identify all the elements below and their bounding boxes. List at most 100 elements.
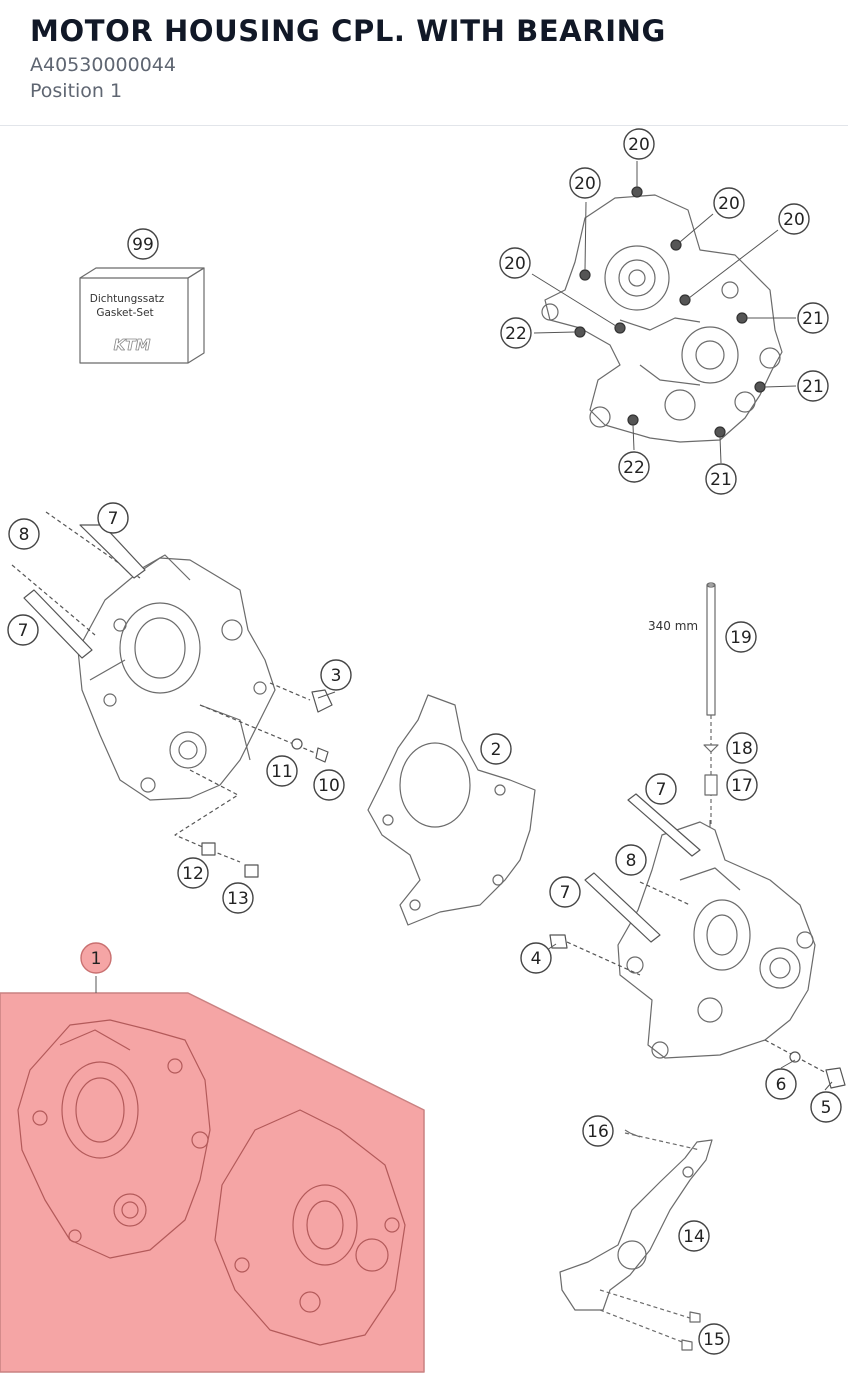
housing-right-half[interactable] xyxy=(617,821,816,1059)
callout-21[interactable]: 21 xyxy=(797,302,829,334)
callout-21[interactable]: 21 xyxy=(797,370,829,402)
callout-number: 7 xyxy=(560,883,571,903)
callout-number: 99 xyxy=(132,235,154,255)
ktm-logo: KTM xyxy=(114,336,151,354)
center-gasket[interactable] xyxy=(367,694,536,926)
callout-circle[interactable] xyxy=(313,769,345,801)
callout-7[interactable]: 7 xyxy=(645,773,677,805)
dimension-label: 340 mm xyxy=(648,619,698,633)
gasket-set-box[interactable]: Dichtungssatz Gasket-Set KTM xyxy=(79,267,205,364)
callout-circle[interactable] xyxy=(698,1323,730,1355)
callout-3[interactable]: 3 xyxy=(320,659,352,691)
callout-circle[interactable] xyxy=(797,370,829,402)
highlighted-assembly[interactable] xyxy=(0,992,425,1373)
callout-number: 19 xyxy=(730,628,752,648)
callout-number: 20 xyxy=(504,254,526,274)
callout-10[interactable]: 10 xyxy=(313,769,345,801)
callout-number: 4 xyxy=(531,949,542,969)
callout-22[interactable]: 22 xyxy=(500,317,532,349)
callout-circle[interactable] xyxy=(726,769,758,801)
callout-number: 20 xyxy=(783,210,805,230)
callout-number: 21 xyxy=(802,377,824,397)
callout-5[interactable]: 5 xyxy=(810,1091,842,1123)
callout-number: 16 xyxy=(587,1122,609,1142)
callout-number: 20 xyxy=(718,194,740,214)
callout-17[interactable]: 17 xyxy=(726,769,758,801)
callout-20[interactable]: 20 xyxy=(623,128,655,160)
callout-circle[interactable] xyxy=(810,1091,842,1123)
callout-11[interactable]: 11 xyxy=(266,755,298,787)
callout-layer: 2020202020212121222299787311101213219181… xyxy=(7,128,842,1355)
callout-22[interactable]: 22 xyxy=(618,451,650,483)
callout-2[interactable]: 2 xyxy=(480,733,512,765)
callout-14[interactable]: 14 xyxy=(678,1220,710,1252)
callout-circle[interactable] xyxy=(320,659,352,691)
callout-16[interactable]: 16 xyxy=(582,1115,614,1147)
callout-circle[interactable] xyxy=(678,1220,710,1252)
gasket-box-line2: Gasket-Set xyxy=(96,307,153,319)
callout-circle[interactable] xyxy=(97,502,129,534)
chain-guide-bracket[interactable] xyxy=(559,1129,713,1351)
callout-4[interactable]: 4 xyxy=(520,942,552,974)
callout-19[interactable]: 19 xyxy=(725,621,757,653)
callout-6[interactable]: 6 xyxy=(765,1068,797,1100)
callout-circle[interactable] xyxy=(725,621,757,653)
callout-99[interactable]: 99 xyxy=(127,228,159,260)
callout-circle[interactable] xyxy=(618,451,650,483)
callout-circle[interactable] xyxy=(127,228,159,260)
housing-left-half[interactable] xyxy=(77,554,276,801)
callout-15[interactable]: 15 xyxy=(698,1323,730,1355)
callout-circle[interactable] xyxy=(549,876,581,908)
callout-8[interactable]: 8 xyxy=(8,518,40,550)
callout-number: 3 xyxy=(331,666,342,686)
callout-circle[interactable] xyxy=(778,203,810,235)
callout-number: 12 xyxy=(182,864,204,884)
callout-circle[interactable] xyxy=(765,1068,797,1100)
left-housing-fasteners xyxy=(11,511,333,878)
callout-7[interactable]: 7 xyxy=(97,502,129,534)
callout-circle[interactable] xyxy=(623,128,655,160)
callout-circle[interactable] xyxy=(7,614,39,646)
callout-20[interactable]: 20 xyxy=(713,187,745,219)
callout-circle[interactable] xyxy=(499,247,531,279)
callout-circle[interactable] xyxy=(480,733,512,765)
callout-20[interactable]: 20 xyxy=(569,167,601,199)
callout-number: 20 xyxy=(574,174,596,194)
callout-circle[interactable] xyxy=(8,518,40,550)
callout-13[interactable]: 13 xyxy=(222,882,254,914)
callout-18[interactable]: 18 xyxy=(726,732,758,764)
callout-circle[interactable] xyxy=(615,844,647,876)
callout-circle[interactable] xyxy=(645,773,677,805)
callout-circle[interactable] xyxy=(713,187,745,219)
callout-number: 2 xyxy=(491,740,502,760)
callout-number: 8 xyxy=(19,525,30,545)
callout-circle[interactable] xyxy=(582,1115,614,1147)
callout-circle[interactable] xyxy=(520,942,552,974)
position-label: Position 1 xyxy=(30,80,123,102)
callout-1[interactable]: 1 xyxy=(80,942,112,974)
callout-number: 21 xyxy=(710,470,732,490)
callout-circle[interactable] xyxy=(266,755,298,787)
callout-20[interactable]: 20 xyxy=(499,247,531,279)
callout-circle[interactable] xyxy=(797,302,829,334)
callout-circle[interactable] xyxy=(500,317,532,349)
callout-number: 8 xyxy=(626,851,637,871)
highlight-area[interactable] xyxy=(0,992,425,1373)
callout-21[interactable]: 21 xyxy=(705,463,737,495)
callout-12[interactable]: 12 xyxy=(177,857,209,889)
callout-8[interactable]: 8 xyxy=(615,844,647,876)
callout-7[interactable]: 7 xyxy=(7,614,39,646)
dowel-rod[interactable]: 340 mm xyxy=(648,582,719,825)
assembled-housing-top[interactable] xyxy=(531,161,797,464)
callout-number: 7 xyxy=(108,509,119,529)
callout-circle[interactable] xyxy=(177,857,209,889)
callout-circle[interactable] xyxy=(222,882,254,914)
callout-number: 1 xyxy=(91,949,102,969)
callout-circle[interactable] xyxy=(569,167,601,199)
callout-circle[interactable] xyxy=(80,942,112,974)
callout-number: 5 xyxy=(821,1098,832,1118)
callout-7[interactable]: 7 xyxy=(549,876,581,908)
callout-circle[interactable] xyxy=(726,732,758,764)
callout-20[interactable]: 20 xyxy=(778,203,810,235)
callout-circle[interactable] xyxy=(705,463,737,495)
